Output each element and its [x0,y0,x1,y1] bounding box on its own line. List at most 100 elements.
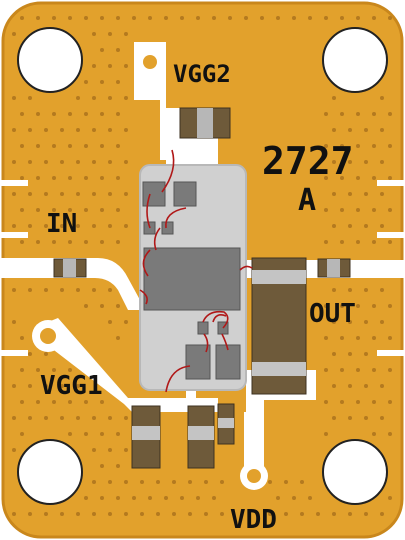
mounting-hole-bottom-left [17,439,83,505]
via-dot [188,512,192,516]
via-dot [356,112,360,116]
via-dot [92,64,96,68]
via-dot [44,224,48,228]
via-dot [108,320,112,324]
via-dot [364,416,368,420]
via-dot [356,144,360,148]
via-dot [364,160,368,164]
via-dot [44,416,48,420]
via-dot [196,496,200,500]
via-dot [84,16,88,20]
via-dot [52,368,56,372]
via-dot [332,224,336,228]
bond-wire-3 [165,207,187,229]
via-dot [76,160,80,164]
via-dot [348,384,352,388]
via-dot [12,224,16,228]
vgg1-label: VGG1 [40,371,103,401]
via-dot [76,288,80,292]
via-dot [44,384,48,388]
die-pad-top-right [173,181,197,207]
via-dot [52,112,56,116]
via-dot [20,144,24,148]
via-dot [348,224,352,228]
via-dot [132,16,136,20]
vdd-label: VDD [230,505,277,535]
vgg2-label: VGG2 [173,60,231,88]
via-dot [372,432,376,436]
via-dot [44,128,48,132]
via-dot [116,496,120,500]
via-dot [20,432,24,436]
via-dot [116,144,120,148]
via-dot [12,320,16,324]
via-dot [68,400,72,404]
vdd-bias-trace [244,370,316,470]
via-dot [340,336,344,340]
via-dot [36,144,40,148]
in-label: IN [46,209,77,239]
via-dot [348,160,352,164]
via-dot [28,160,32,164]
via-dot [244,16,248,20]
via-dot [164,16,168,20]
bond-wire-2 [146,193,151,229]
via-dot [356,304,360,308]
via-dot [44,192,48,196]
via-dot [124,160,128,164]
via-dot [100,112,104,116]
via-dot [356,176,360,180]
via-dot [172,512,176,516]
vgg2-capacitor-band [197,108,213,138]
via-dot [84,144,88,148]
via-dot [332,512,336,516]
via-dot [36,112,40,116]
via-dot [76,96,80,100]
via-dot [332,128,336,132]
via-dot [300,480,304,484]
via-dot [372,368,376,372]
mounting-hole-bottom-right [322,439,388,505]
via-dot [60,512,64,516]
via-dot [92,160,96,164]
edge-cutout-left-2 [0,232,28,238]
via-dot [100,16,104,20]
via-dot [84,208,88,212]
via-dot [100,496,104,500]
via-dot [92,32,96,36]
part-number-label: 2727 [262,139,354,183]
via-dot [12,128,16,132]
via-dot [292,496,296,500]
via-dot [12,448,16,452]
via-dot [380,384,384,388]
via-dot [116,80,120,84]
via-dot [364,128,368,132]
vdd-bond-pad-center [247,469,261,483]
die-pad-small-3 [197,321,209,335]
via-dot [100,208,104,212]
via-dot [28,352,32,356]
via-dot [124,96,128,100]
via-dot [140,512,144,516]
via-dot [124,32,128,36]
via-dot [372,144,376,148]
via-dot [116,16,120,20]
bond-wire-4 [153,227,161,251]
via-dot [60,224,64,228]
via-dot [324,176,328,180]
via-dot [68,112,72,116]
bond-wire-8 [202,310,229,329]
edge-cutout-right-2 [377,232,405,238]
via-array [12,16,392,516]
via-dot [92,128,96,132]
via-dot [92,288,96,292]
via-dot [20,112,24,116]
via-dot [36,208,40,212]
via-dot [20,208,24,212]
via-dot [12,160,16,164]
via-dot [100,48,104,52]
via-dot [364,224,368,228]
out-label: OUT [309,299,356,329]
vgg1-bond-pad-center [40,328,56,344]
capacitors [53,107,351,469]
